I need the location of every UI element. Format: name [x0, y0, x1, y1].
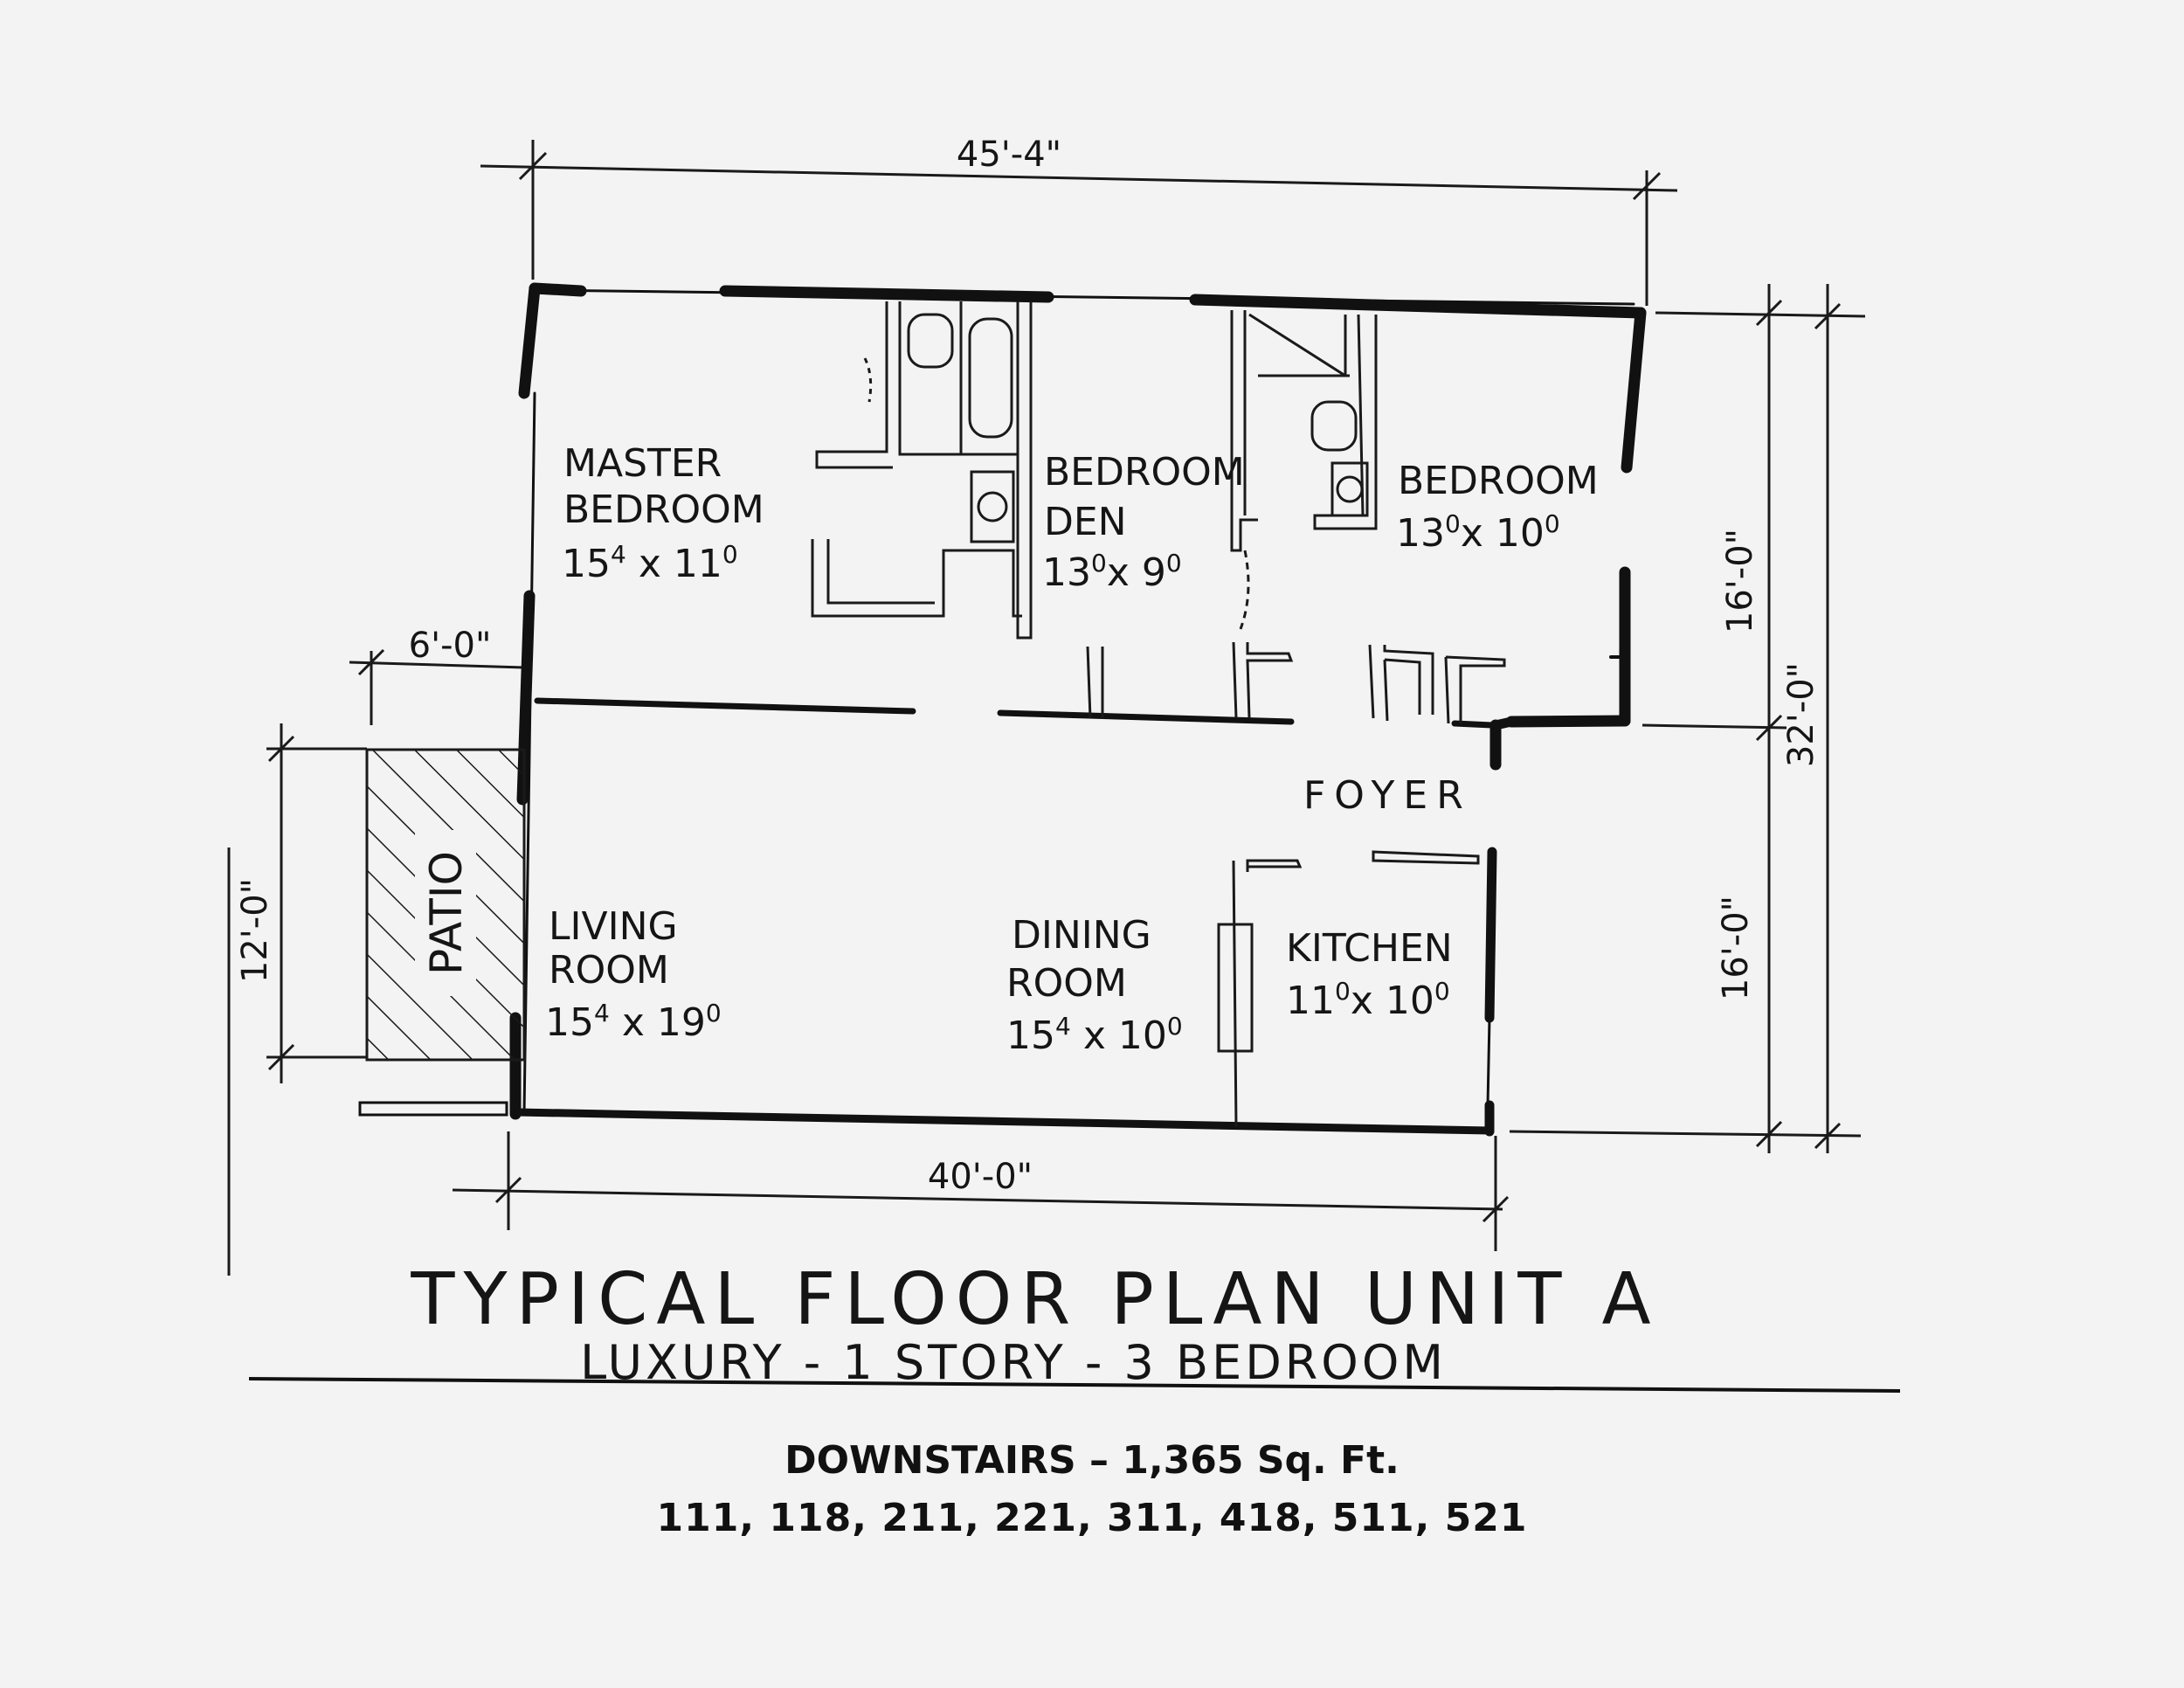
master-bedroom-label-1: MASTER: [563, 441, 722, 486]
dining-room-label-2: ROOM: [1006, 961, 1127, 1006]
foyer-label: FOYER: [1303, 773, 1472, 818]
dim-patio-depth: 12'-0": [235, 878, 275, 983]
kitchen-size: 110x 100: [1286, 977, 1450, 1023]
dim-lower-depth: 16'-0": [1716, 896, 1756, 1000]
bedroom-den-label-1: BEDROOM: [1044, 450, 1245, 495]
living-room-label-2: ROOM: [549, 948, 669, 993]
bedroom-den-label-2: DEN: [1044, 500, 1127, 544]
plan-title: TYPICAL FLOOR PLAN UNIT A: [410, 1258, 1659, 1341]
dim-patio-width: 6'-0": [409, 626, 492, 666]
unit-numbers: 111, 118, 211, 221, 311, 418, 511, 521: [656, 1496, 1528, 1540]
dim-total-depth: 32'-0": [1781, 662, 1821, 767]
downstairs-area: DOWNSTAIRS – 1,365 Sq. Ft.: [784, 1438, 1400, 1483]
dim-lower-width: 40'-0": [928, 1157, 1033, 1197]
master-bedroom-label-2: BEDROOM: [563, 488, 764, 532]
living-room-label-1: LIVING: [549, 904, 678, 949]
bedroom-label: BEDROOM: [1398, 459, 1599, 503]
dim-upper-depth: 16'-0": [1720, 529, 1760, 633]
dining-room-size: 154 x 100: [1006, 1012, 1183, 1058]
interior-fixtures: [811, 301, 1506, 1128]
dim-overall-width: 45'-4": [957, 135, 1061, 175]
master-bedroom-size: 154 x 110: [562, 540, 738, 586]
title-underline: [248, 1377, 1901, 1393]
bedroom-size: 130x 100: [1396, 509, 1560, 556]
kitchen-label: KITCHEN: [1286, 926, 1453, 971]
dimension-lines: [227, 140, 1866, 1276]
living-room-size: 154 x 190: [545, 999, 722, 1045]
bedroom-den-size: 130x 90: [1042, 549, 1182, 595]
dining-room-label-1: DINING: [1012, 913, 1151, 958]
patio-label: PATIO: [421, 851, 472, 975]
